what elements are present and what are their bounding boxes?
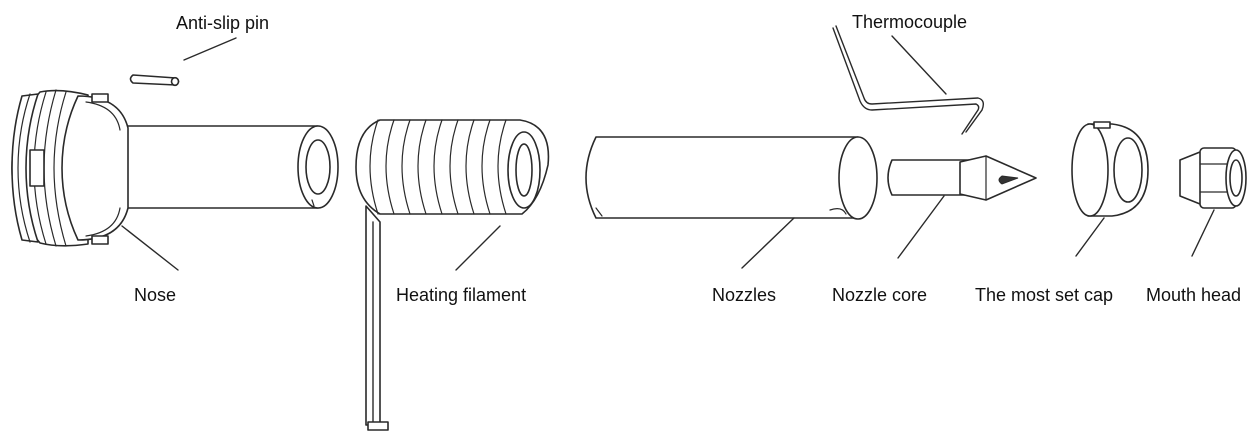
label-nozzle-core: Nozzle core — [832, 285, 928, 305]
label-nose: Nose — [134, 285, 177, 305]
label-heating-filament: Heating filament — [396, 285, 527, 305]
label-anti-slip-pin: Anti-slip pin — [176, 13, 270, 33]
label-nozzles: Nozzles — [712, 285, 777, 305]
nose-part — [11, 89, 339, 247]
heating-filament-part — [355, 119, 550, 431]
anti-slip-pin-part — [129, 74, 180, 87]
nozzles-part — [585, 136, 878, 220]
thermocouple-part — [832, 25, 985, 135]
label-thermocouple: Thermocouple — [852, 12, 968, 32]
set-cap-part — [1071, 121, 1149, 217]
label-set-cap: The most set cap — [975, 285, 1114, 305]
mouth-head-part — [1179, 147, 1247, 209]
label-mouth-head: Mouth head — [1146, 285, 1242, 305]
leader-lines — [121, 35, 1215, 271]
nozzle-core-part — [887, 155, 1037, 201]
